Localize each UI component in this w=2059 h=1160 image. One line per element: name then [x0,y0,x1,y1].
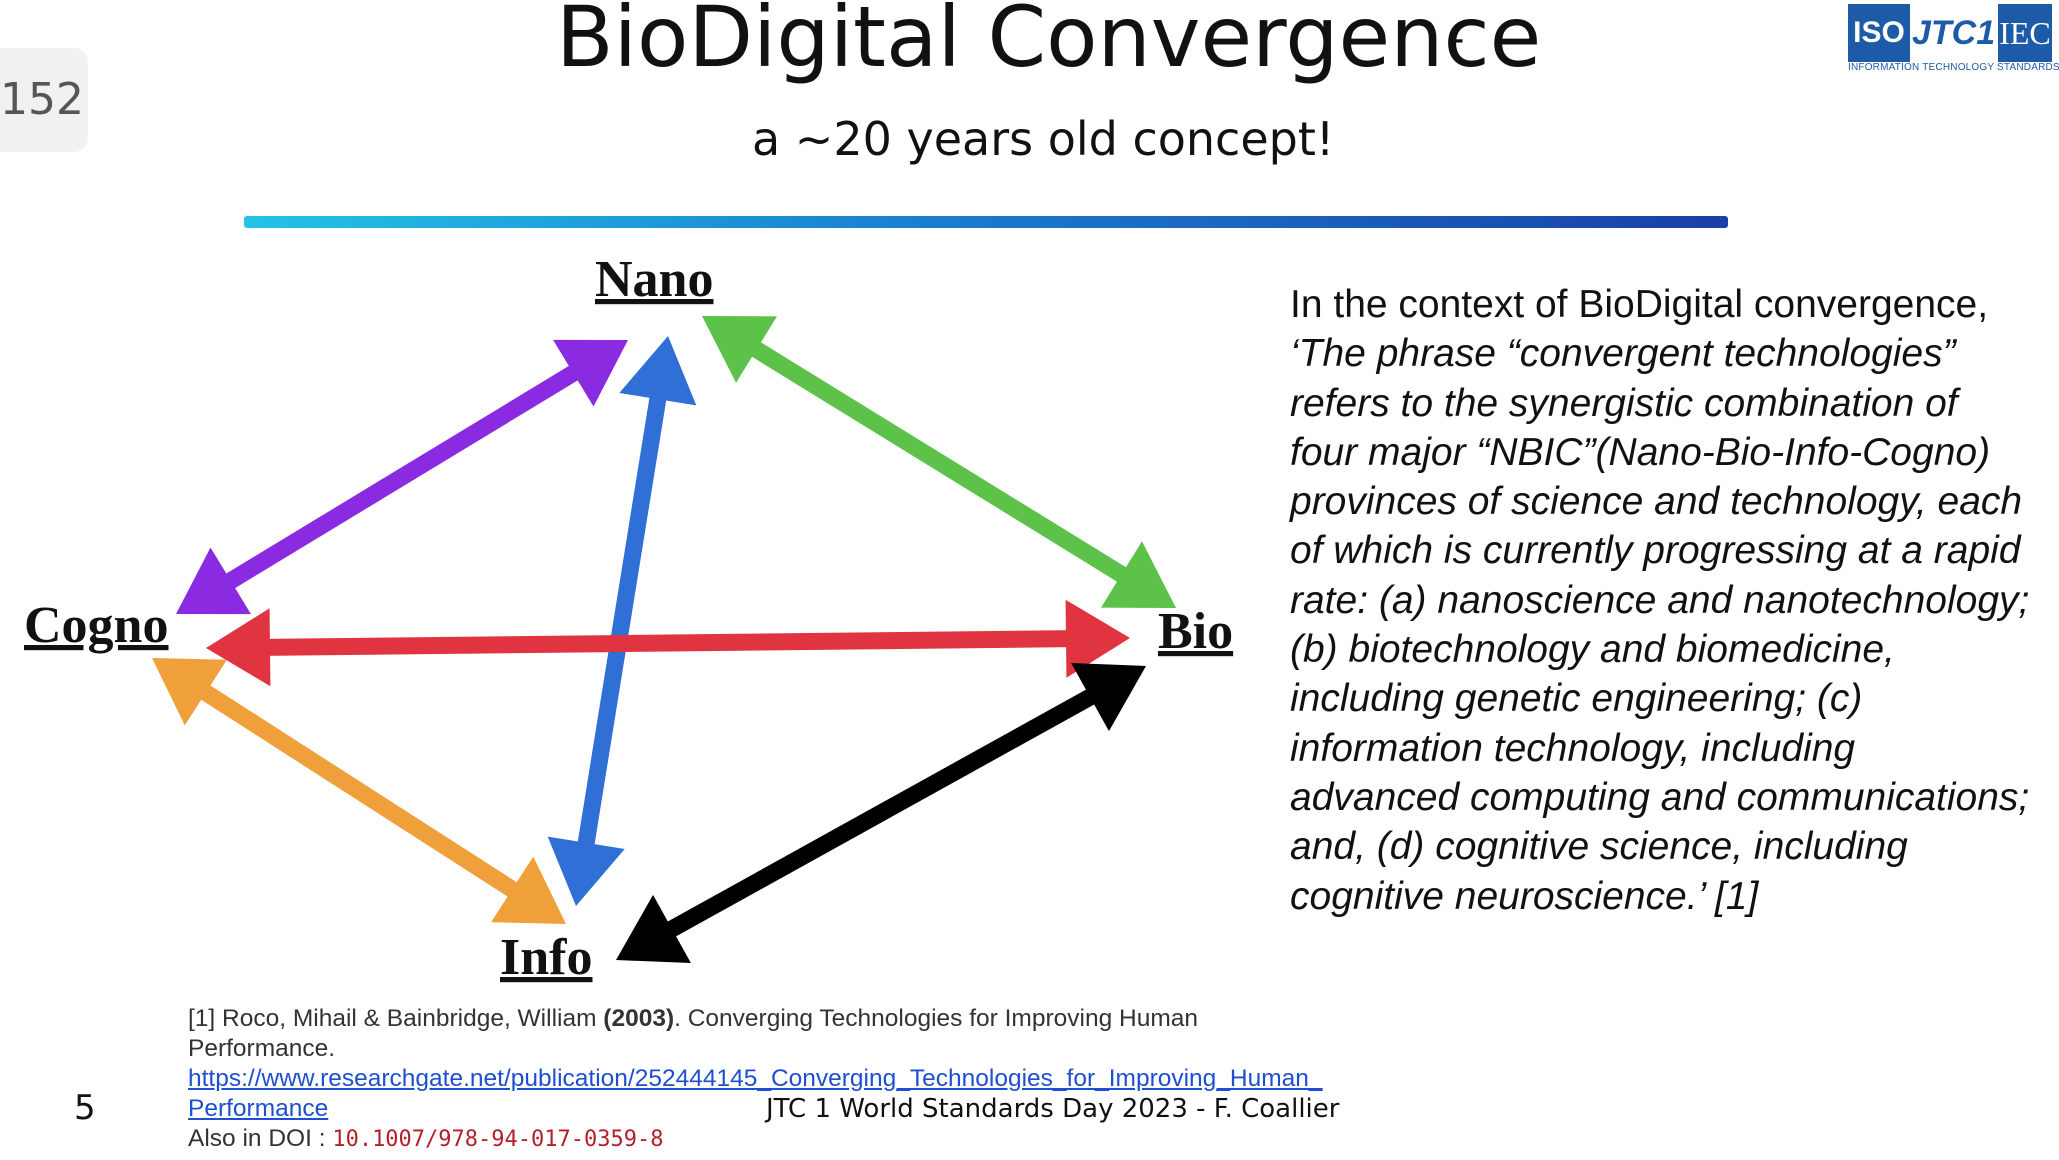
quote-body: ‘The phrase “convergent technologies” re… [1290,332,2030,918]
node-bio-label: Bio [1158,603,1233,660]
nbic-convergence-diagram: Nano Bio Info Cogno [24,251,1233,986]
slide-title: BioDigital Convergence [556,0,1542,86]
reference-title: . Converging Technologies for Improving … [188,1005,1198,1062]
nbic-quote-block: In the context of BioDigital convergence… [1290,280,2030,921]
arrow-cogno-info-head-start [152,658,227,726]
arrow-nano-info-head-end [547,836,625,906]
arrow-cogno-bio [206,599,1130,687]
arrow-nano-cogno [176,339,628,615]
title-dash: - [1450,16,1465,62]
node-nano-label: Nano [595,251,713,308]
node-info-label: Info [500,929,592,986]
logo-iso-text: ISO [1848,4,1910,62]
arrow-cogno-bio-head-end [1065,599,1130,678]
arrow-nano-info-head-start [619,336,697,406]
slide-page-number: 5 [74,1088,96,1128]
arrow-cogno-info [152,658,566,924]
slide-subtitle: a ~20 years old concept! [752,112,1335,166]
arrow-nano-info [547,336,697,906]
arrow-nano-info-shaft [576,391,668,851]
logo-iec-text: IEC [1998,4,2052,62]
doi-value: 10.1007/978-94-017-0359-8 [332,1127,664,1152]
arrow-info-bio-head-end [1071,662,1146,732]
arrow-cogno-info-head-end [491,856,566,924]
arrow-nano-cogno-shaft [221,362,583,592]
logo-jtc-text: JTC1 [1912,14,1996,52]
doi-prefix: Also in DOI : [188,1125,333,1152]
page-counter-badge: 152 [0,48,88,152]
reference-citation: [1] Roco, Mihail & Bainbridge, William (… [188,1004,1338,1155]
arrow-info-bio [616,662,1146,964]
arrow-cogno-bio-head-start [206,608,271,687]
title-divider-bar [244,216,1728,228]
arrow-nano-bio-head-start [702,316,777,383]
arrow-cogno-bio-shaft [263,630,1073,656]
reference-authors: [1] Roco, Mihail & Bainbridge, William [188,1005,604,1032]
logo-tagline: INFORMATION TECHNOLOGY STANDARDS [1848,62,2059,73]
arrow-nano-cogno-head-start [553,339,628,407]
arrows-group [152,316,1176,964]
quote-lead: In the context of BioDigital convergence… [1290,283,1989,326]
arrow-info-bio-head-start [616,894,691,964]
slide-footer: JTC 1 World Standards Day 2023 - F. Coal… [766,1094,1340,1124]
arrow-nano-bio-shaft [746,339,1132,585]
reference-link[interactable]: https://www.researchgate.net/publication… [188,1065,1323,1122]
arrow-nano-bio-head-end [1101,541,1176,608]
iso-jtc1-iec-logo: ISO JTC1 IEC INFORMATION TECHNOLOGY STAN… [1848,4,2059,74]
arrow-info-bio-shaft [662,686,1100,940]
node-cogno-label: Cogno [24,597,168,654]
arrow-nano-bio [702,316,1176,608]
arrow-cogno-info-shaft [196,682,522,900]
arrow-nano-cogno-head-end [176,547,251,615]
reference-year: (2003) [603,1005,675,1032]
